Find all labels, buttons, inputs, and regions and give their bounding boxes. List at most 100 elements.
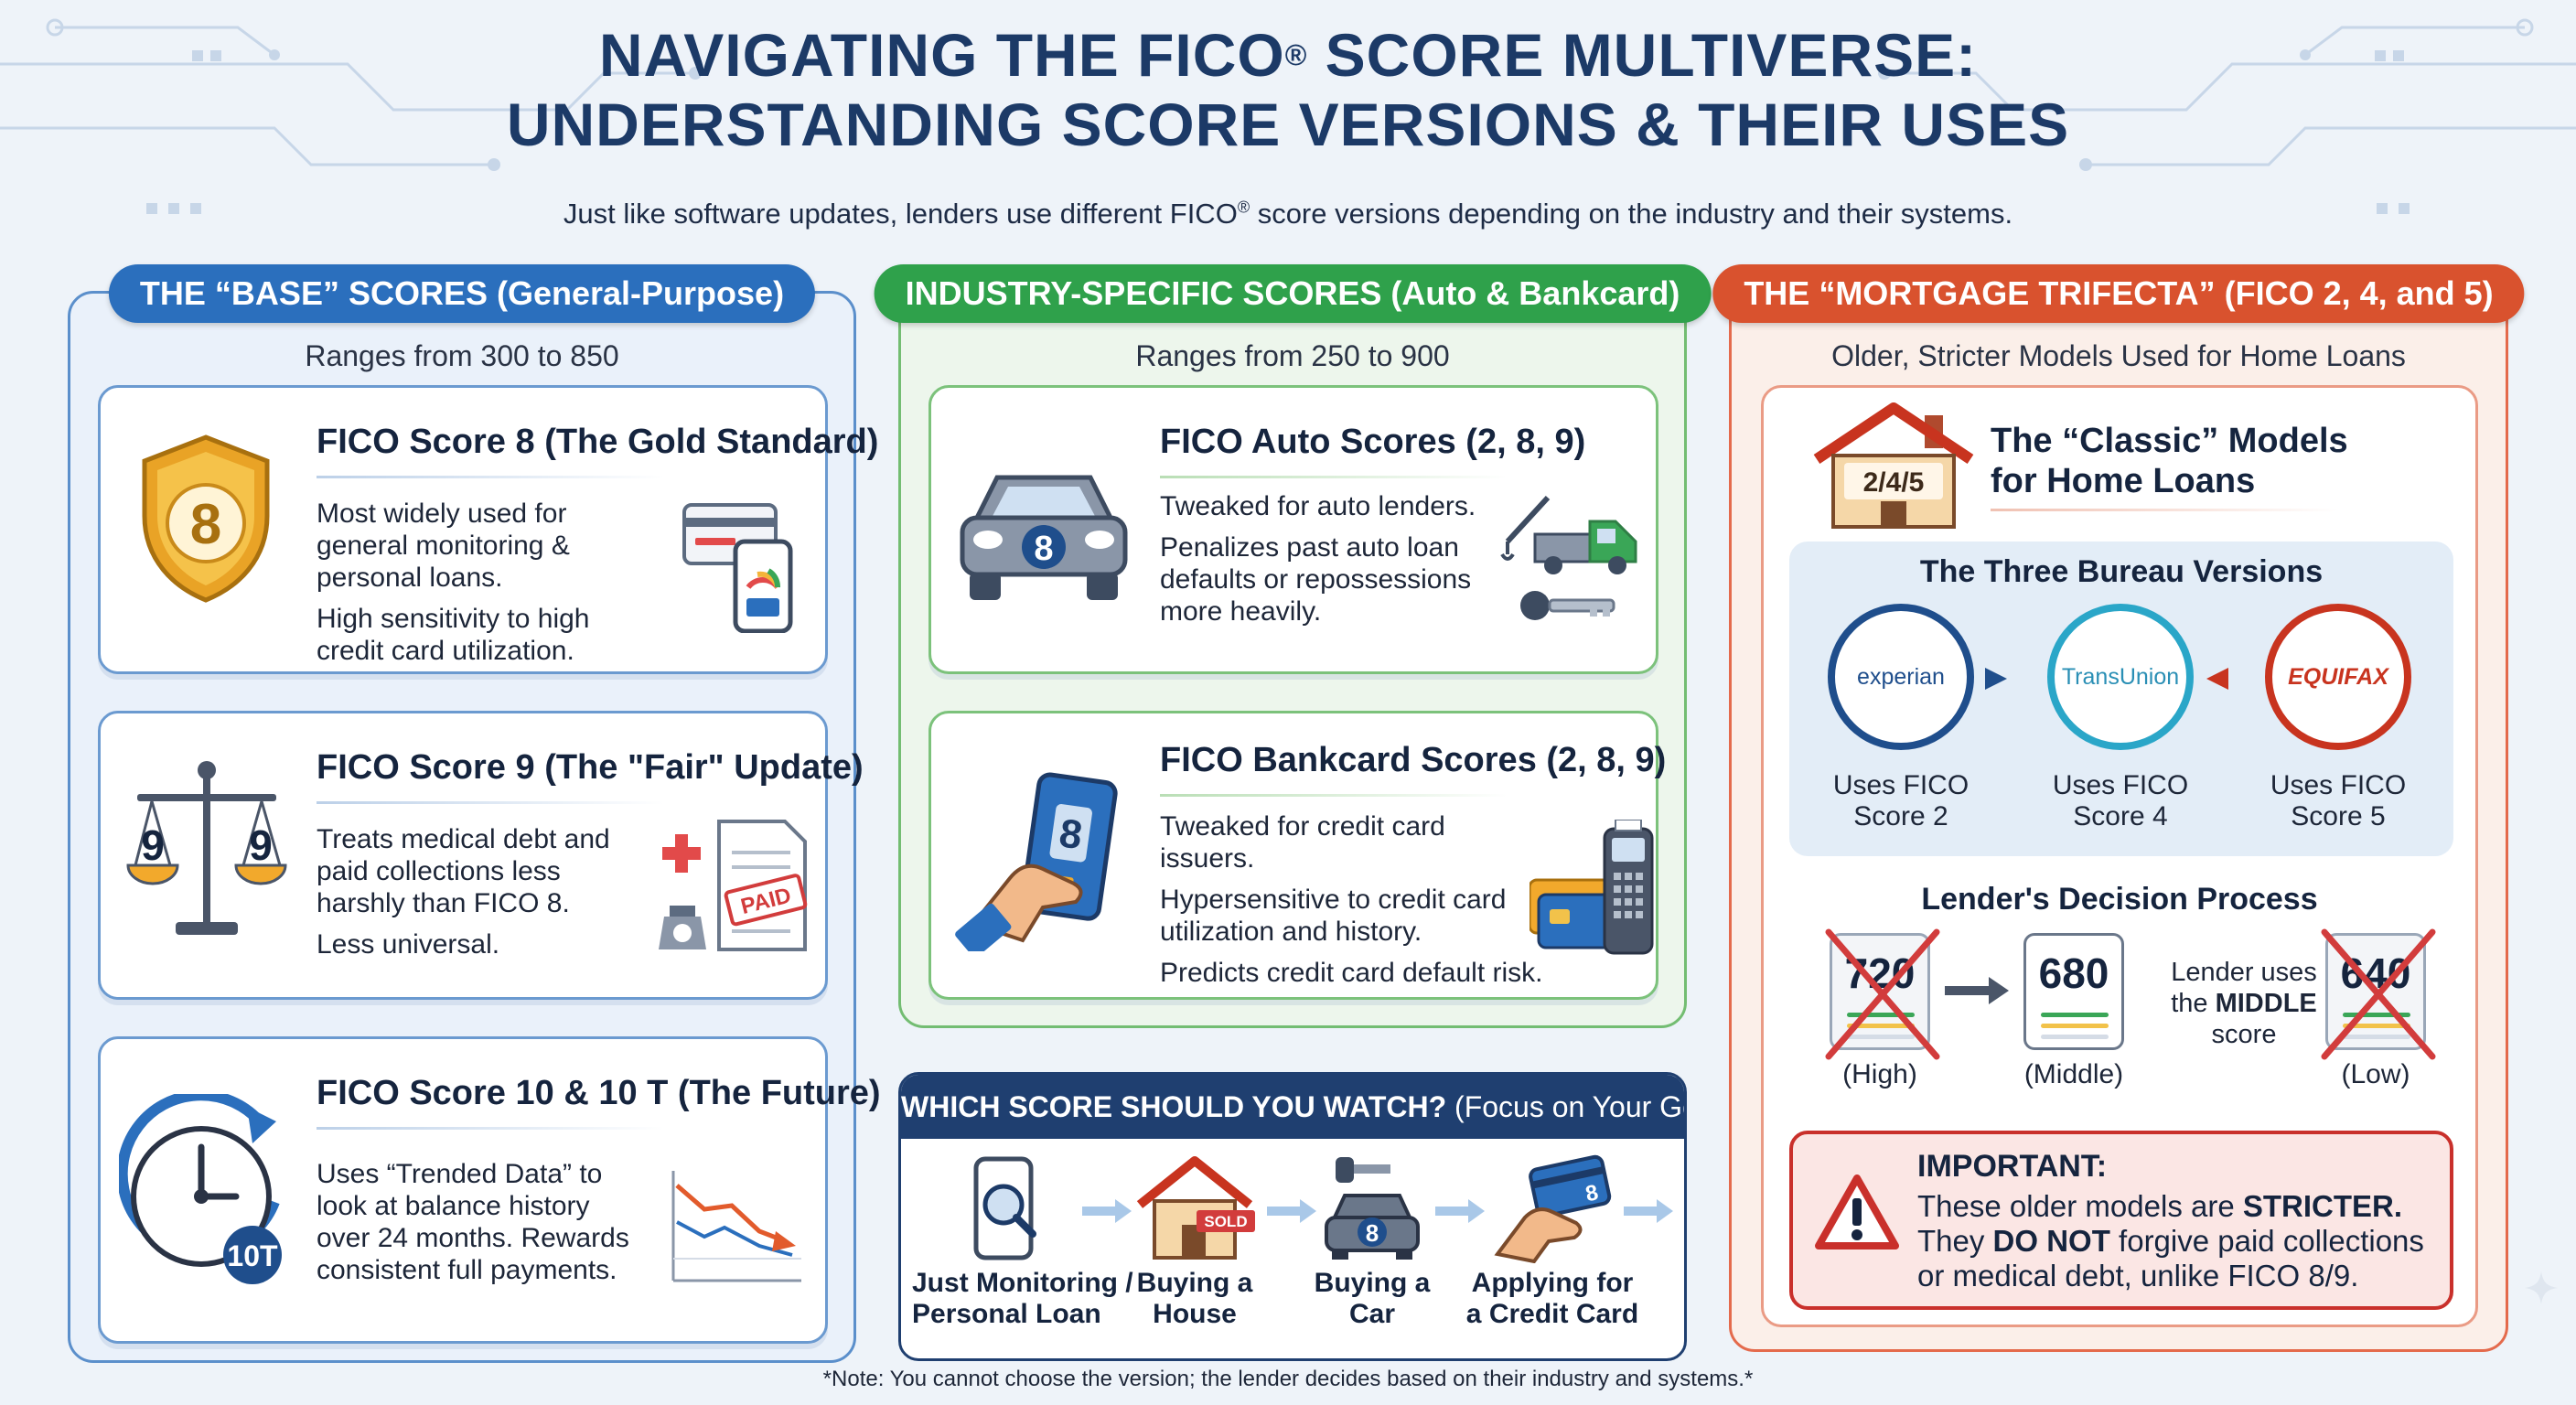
score-card-high: 720 [1825, 928, 1940, 1060]
sparkle-icon [2525, 1271, 2558, 1304]
sold-sign: SOLD [1204, 1213, 1247, 1230]
credit-card-phone-icon [682, 503, 793, 633]
mortgage-trifecta-badge: THE “MORTGAGE TRIFECTA” (FICO 2, 4, and … [1712, 264, 2525, 323]
connector-arrow-icon [2206, 668, 2228, 690]
score-caption-high: (High) [1842, 1059, 1917, 1089]
equifax-name: EQUIFAX [2288, 664, 2388, 690]
title-line1-end: SCORE MULTIVERSE: [1307, 21, 1978, 89]
bureau-versions-title: The Three Bureau Versions [1919, 554, 2324, 589]
which-score-title: WHICH SCORE SHOULD YOU WATCH? [901, 1090, 1447, 1123]
scale-right-number: 9 [249, 821, 273, 869]
phone-search-icon [973, 1156, 1036, 1260]
hand-card-icon: 8 [955, 772, 1118, 951]
fico-bankcard-line-3: Predicts credit card default risk. [1160, 958, 1543, 988]
car-badge-number: 8 [1034, 530, 1053, 568]
important-text-1: These older models are [1917, 1189, 2243, 1223]
page-title: NAVIGATING THE FICO® SCORE MULTIVERSE: U… [0, 20, 2576, 159]
important-stricter: STRICTER. [2242, 1189, 2403, 1223]
score-caption-middle: (Middle) [2023, 1059, 2124, 1089]
bureau-use-line2: Score 4 [2073, 801, 2168, 831]
arrow-right-icon [1945, 977, 2009, 1004]
lender-note-line2: the [2171, 989, 2216, 1018]
car-icon: 8 [960, 475, 1128, 600]
industry-scores-badge: INDUSTRY-SPECIFIC SCORES (Auto & Bankcar… [874, 264, 1712, 323]
house-icon: 2/4/5 [1813, 402, 1974, 529]
fico-10-text: Uses “Trended Data” to look at balance h… [317, 1158, 646, 1295]
divider [317, 476, 664, 478]
which-score-header: WHICH SCORE SHOULD YOU WATCH? (Focus on … [901, 1075, 1684, 1139]
house-sold-icon: SOLD [1136, 1156, 1255, 1260]
fico-auto-line-2: Penalizes past auto loan defaults or rep… [1160, 532, 1472, 627]
title-line1: NAVIGATING THE FICO [598, 21, 1285, 89]
base-scores-column: THE “BASE” SCORES (General-Purpose) Rang… [68, 264, 881, 1363]
header: NAVIGATING THE FICO® SCORE MULTIVERSE: U… [0, 20, 2576, 231]
subtitle-registered-mark: ® [1237, 198, 1250, 217]
shield-icon: 8 [142, 434, 270, 603]
important-do-not: DO NOT [1992, 1224, 2110, 1258]
goal-label-line1: Buying a [1314, 1268, 1431, 1298]
divider [1991, 509, 2338, 511]
mortgage-subtitle: Older, Stricter Models Used for Home Loa… [1831, 339, 2406, 372]
decision-process-title: Lender's Decision Process [1921, 882, 2318, 917]
important-title: IMPORTANT: [1917, 1149, 2108, 1184]
goal-label-line1: Applying for [1471, 1268, 1634, 1298]
goal-monitoring: Just Monitoring /Personal Loan [912, 1153, 1133, 1330]
fico-10-title: FICO Score 10 & 10 T (The Future) [317, 1074, 881, 1112]
fico-bankcard-title: FICO Bankcard Scores (2, 8, 9) [1160, 741, 1667, 779]
fico-8-title: FICO Score 8 (The Gold Standard) [317, 423, 879, 461]
base-scores-badge: THE “BASE” SCORES (General-Purpose) [108, 264, 816, 323]
arrow-right-icon [1624, 1199, 1673, 1223]
industry-scores-column: INDUSTRY-SPECIFIC SCORES (Auto & Bankcar… [874, 264, 1712, 1028]
title-registered-mark: ® [1284, 38, 1308, 71]
lender-note-line1: Lender uses [2171, 958, 2317, 987]
fico-9-text: Treats medical debt and paid collections… [317, 823, 618, 970]
experian-logo: experian [1828, 604, 1974, 750]
scale-left-number: 9 [141, 821, 165, 869]
fico-9-title: FICO Score 9 (The "Fair" Update) [317, 748, 864, 787]
important-warning-box: IMPORTANT: These older models are STRICT… [1789, 1131, 2453, 1310]
fico-10-card: 10T FICO Score 10 & 10 T (The Future) Us… [98, 1036, 881, 1344]
medical-bill-paid-icon: PAID [659, 820, 808, 951]
arrow-right-icon [1435, 1199, 1485, 1223]
connector-arrow-icon [1985, 668, 2007, 690]
goal-label-line2: a Credit Card [1465, 1299, 1639, 1329]
important-text-2: They [1917, 1224, 1993, 1258]
car-key-icon: 8 [1325, 1157, 1420, 1260]
bureau-use-line2: Score 5 [2291, 801, 2386, 831]
arrow-right-icon [1082, 1199, 1132, 1223]
fico-9-line-2: Less universal. [317, 929, 500, 960]
base-range: Ranges from 300 to 850 [305, 339, 619, 372]
lender-note-line3: score [2211, 1020, 2277, 1049]
which-score-subtitle: (Focus on Your Goal) [1454, 1090, 1684, 1123]
fico-bankcard-text: Tweaked for credit card issuers. Hyperse… [1160, 810, 1544, 998]
divider [317, 1127, 664, 1130]
goal-label: Just Monitoring /Personal Loan [912, 1268, 1133, 1330]
fico-auto-card: 8 FICO Auto Scores (2, 8, 9) Tweaked for… [928, 385, 1658, 674]
experian-name: experian [1857, 664, 1945, 690]
score-bars [1847, 1013, 1915, 1046]
transunion-logo: TransUnion [2047, 604, 2194, 750]
fico-auto-text: Tweaked for auto lenders. Penalizes past… [1160, 490, 1489, 637]
score-bars [2041, 1013, 2109, 1046]
goal-label-line1: Just Monitoring / [912, 1268, 1133, 1298]
subtitle-end: score versions depending on the industry… [1250, 198, 2013, 230]
score-bars [2343, 1013, 2410, 1046]
fico-bankcard-line-2: Hypersensitive to credit card utilizatio… [1160, 885, 1507, 947]
goal-label-line2: Car [1348, 1299, 1396, 1329]
bureau-use-line1: Uses FICO [1832, 770, 1970, 800]
goal-label-line2: House [1153, 1299, 1237, 1329]
bureau-use-line1: Uses FICO [2052, 770, 2189, 800]
bureau-versions-panel: The Three Bureau Versions experian Trans… [1789, 542, 2453, 856]
tow-truck-keys-icon [1500, 495, 1637, 620]
hand-card-icon: 8 [1494, 1154, 1612, 1264]
fico-8-line-1: Most widely used for general monitoring … [317, 499, 570, 593]
fico-bankcard-card: 8 FICO Bankcard Scores (2, 8, 9) Tweaked… [928, 711, 1666, 1000]
fico-auto-line-1: Tweaked for auto lenders. [1160, 491, 1476, 521]
house-label: 2/4/5 [1863, 467, 1925, 498]
